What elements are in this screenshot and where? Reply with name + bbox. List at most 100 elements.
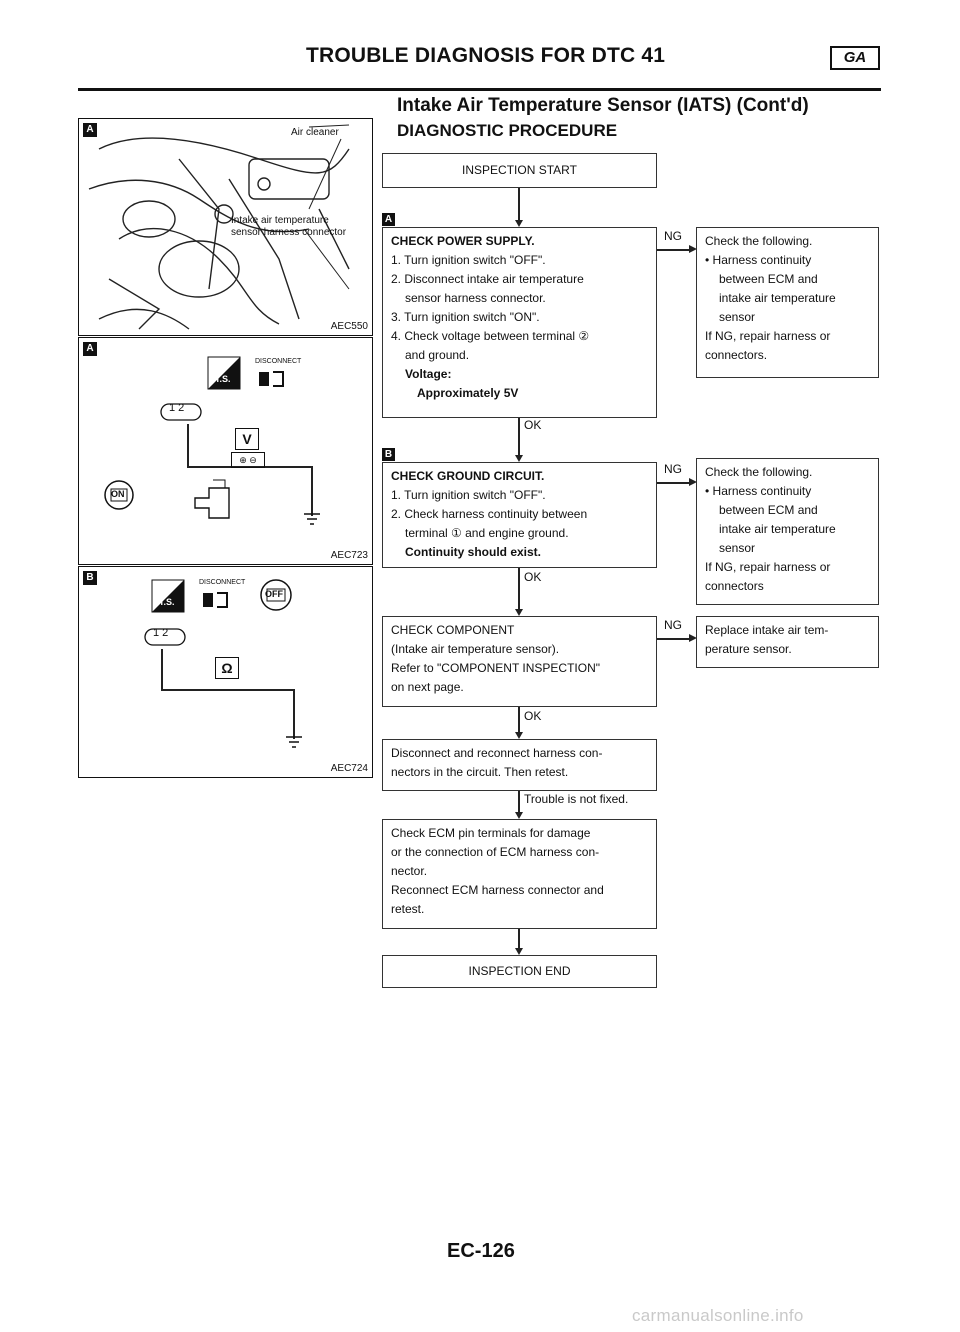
reconnect-box: Disconnect and reconnect harness con- ne… bbox=[382, 739, 657, 791]
inspection-start-box: INSPECTION START bbox=[382, 153, 657, 188]
step-e-line: Check ECM pin terminals for damage bbox=[391, 826, 591, 840]
engine-bay-panel: A Air cleaner Intake air temperature sen… bbox=[78, 118, 373, 336]
ng-c-line: perature sensor. bbox=[705, 642, 792, 656]
step-c-line: CHECK COMPONENT bbox=[391, 623, 515, 637]
flow-arrow bbox=[515, 455, 523, 462]
ok-label: OK bbox=[524, 709, 542, 723]
step-b-title: CHECK GROUND CIRCUIT. bbox=[391, 469, 545, 483]
flow-arrow bbox=[515, 732, 523, 739]
step-a-line: 2. Disconnect intake air temperature bbox=[391, 272, 584, 286]
ng-b-line: If NG, repair harness or bbox=[705, 560, 831, 574]
ts-label: T.S. bbox=[215, 374, 231, 384]
ng-b-line: Check the following. bbox=[705, 465, 813, 479]
disconnect-icon bbox=[259, 371, 284, 387]
ng-a-line: between ECM and bbox=[719, 272, 818, 286]
disconnect-label: DISCONNECT bbox=[199, 579, 246, 586]
flow-connector bbox=[518, 188, 520, 220]
header-rule bbox=[78, 88, 881, 91]
flow-connector bbox=[518, 568, 520, 610]
check-ecm-box: Check ECM pin terminals for damage or th… bbox=[382, 819, 657, 929]
ground-check-panel: B T.S. DISCONNECT OFF 1 2 Ω AEC724 bbox=[78, 566, 373, 778]
ng-b-line: between ECM and bbox=[719, 503, 818, 517]
step-a-line: 1. Turn ignition switch "OFF". bbox=[391, 253, 546, 267]
voltage-label: Voltage: bbox=[405, 367, 452, 381]
ignition-off-label: OFF bbox=[265, 589, 283, 599]
ok-label: OK bbox=[524, 570, 542, 584]
flow-arrow bbox=[689, 634, 697, 642]
step-a-line: 4. Check voltage between terminal ② bbox=[391, 329, 590, 343]
ng-a-line: Check the following. bbox=[705, 234, 813, 248]
ground-wire bbox=[293, 689, 295, 739]
step-d-line: Disconnect and reconnect harness con- bbox=[391, 746, 603, 760]
step-c-line: on next page. bbox=[391, 680, 464, 694]
flow-arrow bbox=[515, 220, 523, 227]
step-a-line: 3. Turn ignition switch "ON". bbox=[391, 310, 540, 324]
ng-label: NG bbox=[664, 462, 682, 476]
ng-label: NG bbox=[664, 229, 682, 243]
ng-a-line: intake air temperature bbox=[719, 291, 836, 305]
page-number: EC-126 bbox=[447, 1240, 515, 1262]
ng-b-box: Check the following. • Harness continuit… bbox=[696, 458, 879, 605]
flow-connector bbox=[657, 482, 689, 484]
ng-a-line: If NG, repair harness or bbox=[705, 329, 831, 343]
step-c-line: (Intake air temperature sensor). bbox=[391, 642, 560, 656]
continuity-note: Continuity should exist. bbox=[405, 545, 542, 559]
step-e-line: or the connection of ECM harness con- bbox=[391, 845, 600, 859]
panel-tag: B bbox=[83, 571, 97, 585]
step-b-line: 1. Turn ignition switch "OFF". bbox=[391, 488, 546, 502]
flow-connector bbox=[657, 249, 689, 251]
ng-c-line: Replace intake air tem- bbox=[705, 623, 829, 637]
step-a-tag: A bbox=[382, 213, 395, 226]
flow-connector bbox=[518, 418, 520, 456]
ground-symbol-icon bbox=[286, 736, 302, 748]
ohmmeter-icon: Ω bbox=[215, 657, 239, 679]
voltage-check-panel: A T.S. DISCONNECT 1 2 V ⊕ ⊖ ON AEC723 bbox=[78, 337, 373, 565]
step-a-title: CHECK POWER SUPPLY. bbox=[391, 234, 535, 248]
meter-terminals: ⊕ ⊖ bbox=[231, 452, 265, 468]
figure-code: AEC724 bbox=[330, 763, 368, 774]
probe-wire bbox=[161, 689, 293, 691]
ground-symbol-icon bbox=[304, 513, 320, 525]
step-b-line: terminal ① and engine ground. bbox=[405, 526, 569, 540]
flow-arrow bbox=[515, 812, 523, 819]
ng-a-line: connectors. bbox=[705, 348, 768, 362]
step-e-line: Reconnect ECM harness connector and bbox=[391, 883, 604, 897]
flow-arrow bbox=[515, 609, 523, 616]
step-e-line: retest. bbox=[391, 902, 425, 916]
voltage-value: Approximately 5V bbox=[417, 386, 519, 400]
step-d-line: nectors in the circuit. Then retest. bbox=[391, 765, 569, 779]
flow-connector bbox=[657, 638, 689, 640]
sensor-icon bbox=[194, 479, 230, 519]
flow-connector bbox=[518, 929, 520, 949]
engine-bay-illustration bbox=[88, 124, 350, 330]
not-fixed-label: Trouble is not fixed. bbox=[524, 792, 629, 806]
flow-connector bbox=[518, 707, 520, 733]
test-connector-icon bbox=[207, 356, 241, 390]
check-component-box: CHECK COMPONENT (Intake air temperature … bbox=[382, 616, 657, 707]
ts-label: T.S. bbox=[159, 597, 175, 607]
step-c-line: Refer to "COMPONENT INSPECTION" bbox=[391, 661, 600, 675]
step-b-tag: B bbox=[382, 448, 395, 461]
probe-wire bbox=[187, 466, 311, 468]
ng-a-box: Check the following. • Harness continuit… bbox=[696, 227, 879, 378]
ignition-key-icon bbox=[260, 579, 292, 611]
ground-wire bbox=[311, 466, 313, 516]
section-heading: DIAGNOSTIC PROCEDURE bbox=[397, 121, 618, 140]
flow-arrow bbox=[515, 948, 523, 955]
flow-arrow bbox=[689, 478, 697, 486]
label-sensor-line2: sensor harness connector bbox=[231, 227, 347, 238]
connector-pins-icon bbox=[144, 628, 186, 646]
section-badge: GA bbox=[830, 46, 880, 70]
ignition-on-label: ON bbox=[111, 489, 125, 499]
ng-b-line: connectors bbox=[705, 579, 764, 593]
step-a-line: sensor harness connector. bbox=[405, 291, 546, 305]
pins-label: 1 2 bbox=[153, 627, 169, 639]
panel-tag: A bbox=[83, 123, 97, 137]
ng-a-line: • Harness continuity bbox=[705, 253, 812, 267]
watermark: carmanualsonline.info bbox=[632, 1306, 804, 1325]
ignition-key-icon bbox=[104, 480, 134, 510]
ng-b-line: intake air temperature bbox=[719, 522, 836, 536]
figure-code: AEC723 bbox=[330, 550, 368, 561]
flow-connector bbox=[518, 791, 520, 813]
page-subtitle: Intake Air Temperature Sensor (IATS) (Co… bbox=[397, 95, 809, 116]
